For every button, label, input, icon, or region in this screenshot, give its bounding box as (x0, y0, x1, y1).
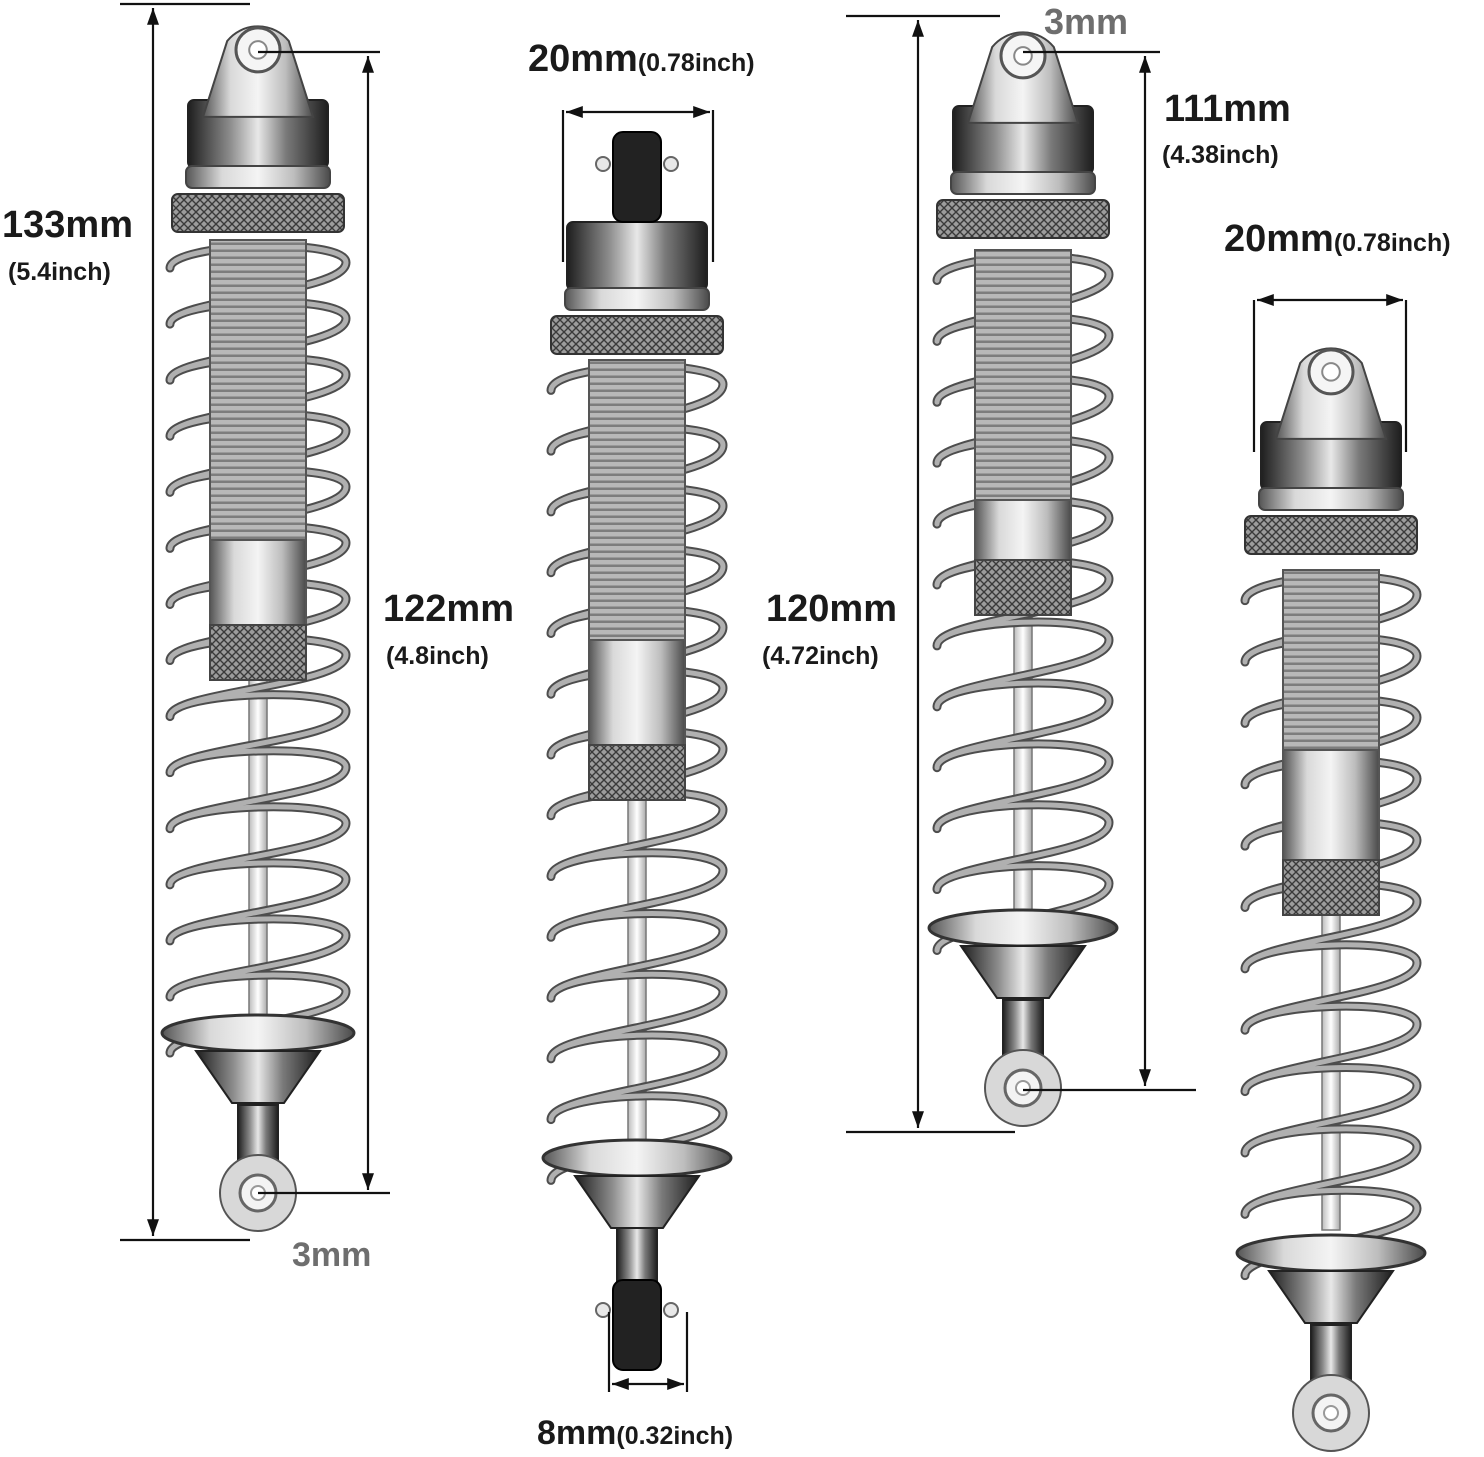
shock-3-smooth-body (974, 499, 1072, 561)
shock-2-preload-collar (550, 315, 724, 355)
shock2-rod-end-width: 8mm(0.32inch) (537, 1416, 733, 1450)
shock1-bolt-hole: 3mm (292, 1236, 372, 1274)
shock-2-spring-cup (541, 1138, 733, 1178)
shock-4-lower-knurl (1282, 859, 1380, 916)
shock1-overall-length: 133mm (2, 204, 133, 246)
shock3-e2e-dim-arrow-top (1139, 56, 1151, 73)
shock-4-lower-mount-cone (1267, 1270, 1395, 1324)
shock-1-threaded-body (209, 239, 307, 541)
shock-2-cap-ring (564, 287, 710, 311)
shock2-body-diameter-inch: (0.78inch) (637, 49, 755, 77)
shock-4-smooth-body (1282, 749, 1380, 861)
shock2-rod-end-width-inch: (0.32inch) (616, 1422, 734, 1450)
shock-4-spring-cup (1235, 1233, 1427, 1273)
shock2-rod-dim-arrow-right (667, 1378, 684, 1390)
shock4-diam-dim-arrow-right (1386, 294, 1403, 306)
shock4-body-diameter: 20mm(0.78inch) (1224, 220, 1451, 258)
shock1-eye-to-eye-inch: (4.8inch) (386, 642, 489, 670)
shock-3-bottom-eye-collar (1002, 999, 1044, 1056)
shock1-e2e-dim-arrow-bottom (362, 1173, 374, 1190)
shock-4-bottom-eye-bolt (1323, 1405, 1339, 1421)
shock-2 (541, 131, 733, 1371)
shock-3-lower-mount-cone (959, 945, 1087, 999)
shock3-overall-length: 120mm (766, 588, 897, 630)
shock2-body-diameter: 20mm(0.78inch) (528, 40, 755, 78)
shock1-overall-dim-arrow-bottom (147, 1219, 159, 1236)
shock2-body-diameter-mm: 20mm (528, 38, 638, 80)
shock-1-lower-knurl (209, 624, 307, 681)
shock-2-bottom-pin-left (595, 1302, 611, 1318)
shock-3-spring-cup (927, 908, 1119, 948)
shock-2-threaded-body (588, 359, 686, 641)
shock3-overall-dim-arrow-top (912, 20, 924, 37)
shock-2-bottom-pin-right (663, 1302, 679, 1318)
shock-1-smooth-body (209, 539, 307, 626)
shock2-diam-dim-arrow-left (566, 106, 583, 118)
shock-4-preload-collar (1244, 515, 1418, 555)
shock-2-top-pin-left (595, 156, 611, 172)
shock-2-top-pin-right (663, 156, 679, 172)
shock-4-top-eye-bolt (1321, 362, 1341, 382)
shock-1 (160, 25, 356, 1232)
shock4-diam-dim-arrow-left (1257, 294, 1274, 306)
shock-2-lower-mount-cone (573, 1175, 701, 1229)
shock-1-spring-cup (160, 1013, 356, 1053)
shock-3-top-eye-bolt (1013, 46, 1033, 66)
shock1-overall-length-inch: (5.4inch) (8, 258, 111, 286)
shock-2-smooth-body (588, 639, 686, 746)
shock-4 (1235, 347, 1427, 1452)
shock-2-bottom-rod-end (612, 1279, 662, 1371)
shock-3-bottom-eye-bolt (1015, 1080, 1031, 1096)
shock2-rod-dim-arrow-left (612, 1378, 629, 1390)
shock3-overall-length-inch: (4.72inch) (762, 642, 879, 670)
shock-1-bottom-eye-collar (237, 1104, 279, 1161)
shock-2-lower-knurl (588, 744, 686, 801)
shock1-eye-to-eye: 122mm (383, 588, 514, 630)
shock3-eye-to-eye: 111mm (1164, 88, 1291, 130)
shock-4-bottom-eye-collar (1310, 1324, 1352, 1381)
shock-3-shaft (1013, 604, 1033, 921)
shock-3 (927, 31, 1119, 1127)
shock-3-preload-collar (936, 199, 1110, 239)
shock-2-top-rod-end (612, 131, 662, 223)
shock2-diam-dim-arrow-right (693, 106, 710, 118)
shock2-rod-end-width-mm: 8mm (537, 1414, 617, 1452)
shock3-overall-dim-arrow-bottom (912, 1111, 924, 1128)
shock3-e2e-dim-arrow-bottom (1139, 1069, 1151, 1086)
shock1-overall-dim-arrow-top (147, 8, 159, 25)
shock-3-cap-ring (950, 171, 1096, 195)
shock-1-preload-collar (171, 193, 345, 233)
shock-1-top-eye-bolt (248, 40, 268, 60)
shock3-bolt-hole: 3mm (1044, 1, 1129, 42)
shock1-e2e-dim-arrow-top (362, 56, 374, 73)
shock-3-lower-knurl (974, 559, 1072, 616)
shock4-body-diameter-mm: 20mm (1224, 218, 1334, 260)
shock-1-lower-mount-cone (194, 1050, 322, 1104)
shock3-eye-to-eye-inch: (4.38inch) (1162, 141, 1279, 169)
shock-1-cap-ring (185, 165, 331, 189)
shock-2-cap (566, 221, 708, 291)
shock4-body-diameter-inch: (0.78inch) (1333, 229, 1451, 257)
shock-4-cap-ring (1258, 487, 1404, 511)
shock-4-threaded-body (1282, 569, 1380, 751)
shock-3-threaded-body (974, 249, 1072, 501)
